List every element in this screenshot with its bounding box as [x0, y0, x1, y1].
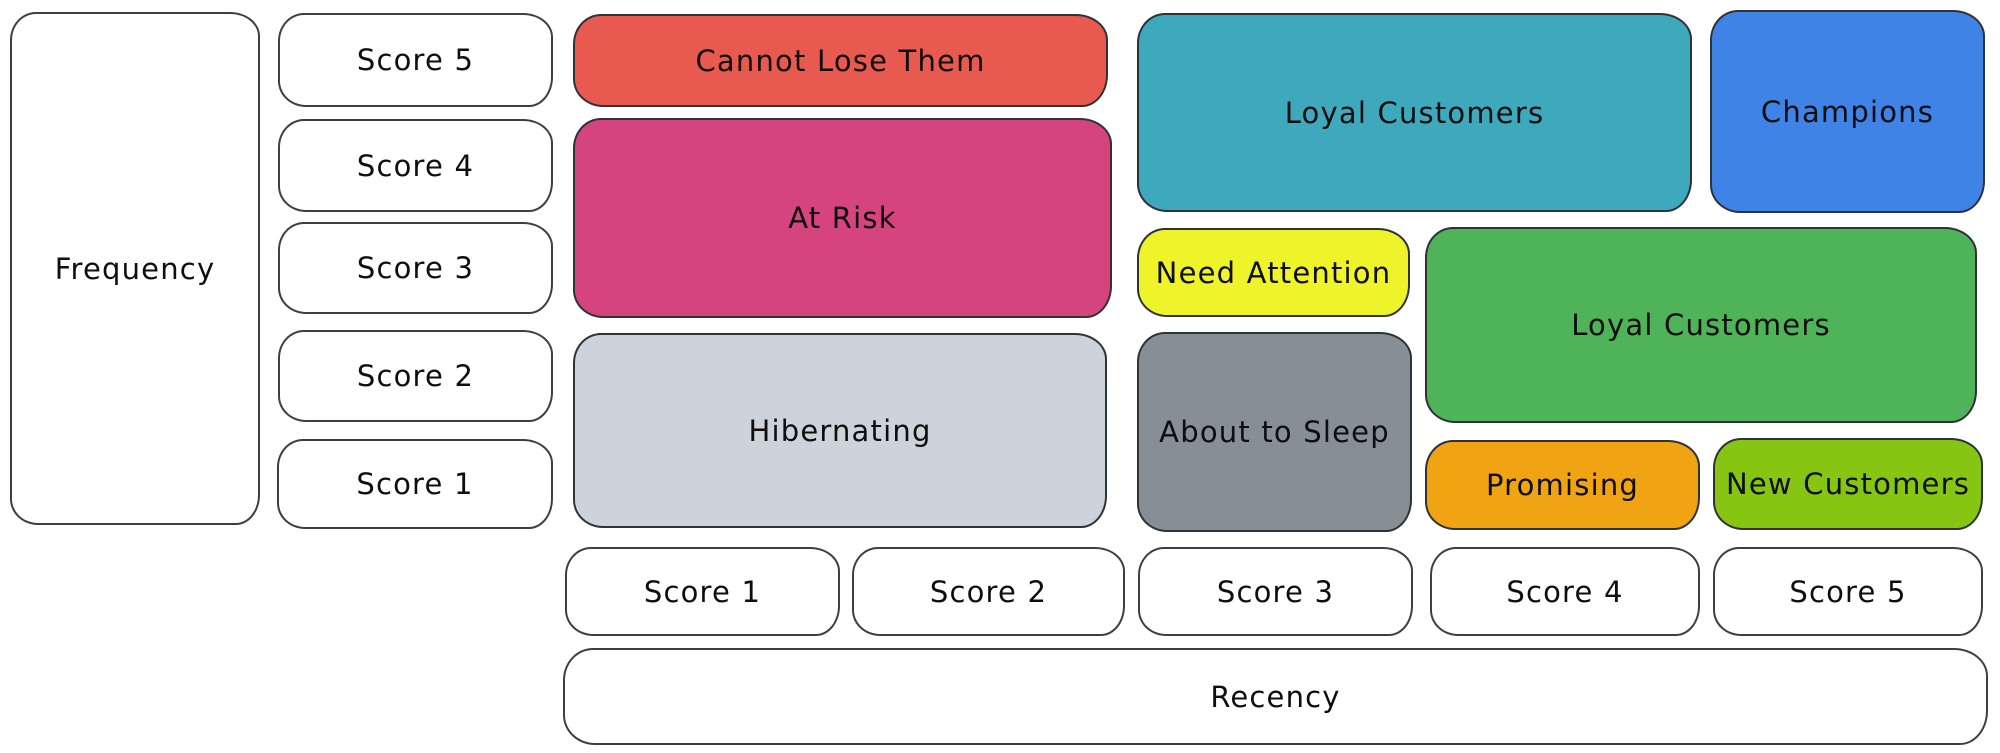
segment-need-attention-label: Need Attention: [1155, 255, 1392, 290]
segment-loyal-customers-green-label: Loyal Customers: [1571, 308, 1831, 342]
recency-score-4-box: Score 4: [1430, 547, 1700, 636]
recency-axis-box: Recency: [563, 648, 1988, 745]
segment-promising: Promising: [1425, 440, 1700, 530]
frequency-score-2-box: Score 2: [278, 330, 553, 422]
frequency-axis-box: Frequency: [10, 12, 260, 525]
recency-score-4-label: Score 4: [1506, 574, 1624, 609]
segment-cannot-lose-them-label: Cannot Lose Them: [695, 43, 986, 78]
frequency-score-5-label: Score 5: [356, 43, 475, 77]
recency-score-1-box: Score 1: [565, 547, 840, 636]
frequency-score-4-box: Score 4: [278, 119, 553, 212]
recency-score-5-box: Score 5: [1713, 547, 1983, 636]
frequency-score-1-label: Score 1: [356, 467, 474, 501]
segment-champions-label: Champions: [1760, 94, 1935, 129]
recency-score-2-box: Score 2: [852, 547, 1125, 636]
segment-about-to-sleep: About to Sleep: [1137, 332, 1412, 532]
recency-score-3-box: Score 3: [1138, 547, 1413, 636]
segment-about-to-sleep-label: About to Sleep: [1159, 415, 1390, 449]
segment-at-risk: At Risk: [573, 118, 1112, 318]
segment-champions: Champions: [1710, 10, 1985, 213]
recency-axis-label: Recency: [1210, 679, 1341, 714]
segment-hibernating-label: Hibernating: [748, 413, 932, 448]
frequency-axis-label: Frequency: [54, 251, 216, 286]
recency-score-2-label: Score 2: [929, 574, 1048, 609]
segment-loyal-customers-teal: Loyal Customers: [1137, 13, 1692, 212]
recency-score-3-label: Score 3: [1216, 574, 1335, 609]
frequency-score-1-box: Score 1: [277, 439, 553, 529]
frequency-score-2-label: Score 2: [356, 359, 475, 393]
segment-cannot-lose-them: Cannot Lose Them: [573, 14, 1108, 107]
segment-hibernating: Hibernating: [573, 333, 1107, 528]
recency-score-5-label: Score 5: [1789, 574, 1907, 609]
frequency-score-3-box: Score 3: [278, 222, 553, 314]
segment-loyal-customers-green: Loyal Customers: [1425, 227, 1977, 423]
segment-need-attention: Need Attention: [1137, 228, 1410, 317]
segment-new-customers-label: New Customers: [1725, 467, 1971, 501]
segment-loyal-customers-teal-label: Loyal Customers: [1284, 95, 1545, 130]
segment-new-customers: New Customers: [1713, 438, 1983, 530]
frequency-score-4-label: Score 4: [356, 148, 475, 183]
frequency-score-3-label: Score 3: [356, 251, 475, 285]
recency-score-1-label: Score 1: [643, 574, 762, 609]
segment-promising-label: Promising: [1485, 468, 1640, 502]
frequency-score-5-box: Score 5: [278, 13, 553, 107]
segment-at-risk-label: At Risk: [788, 201, 897, 235]
